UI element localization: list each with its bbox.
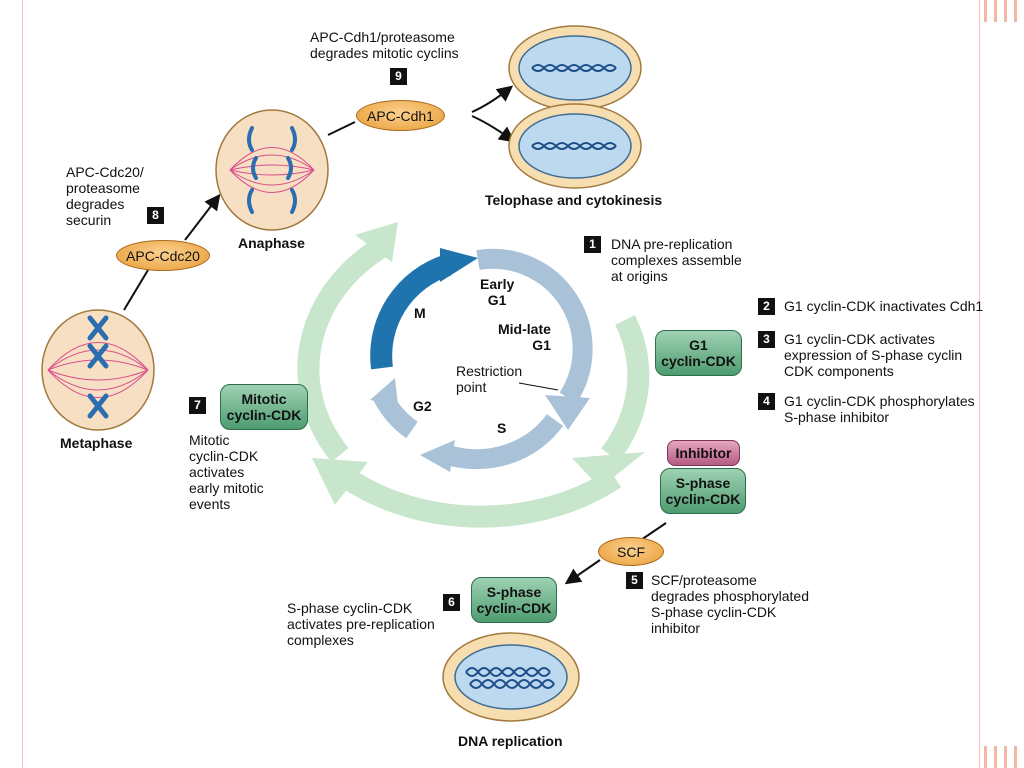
scf-oval: SCF: [598, 537, 664, 566]
step-7-text: Mitotic cyclin-CDK activates early mitot…: [189, 432, 264, 512]
phase-label-early-g1: Early G1: [480, 276, 515, 308]
step-1-badge: 1: [584, 236, 601, 253]
slide-frame: [22, 0, 980, 768]
inhibitor-box: Inhibitor: [667, 440, 740, 466]
step-8-text: APC-Cdc20/ proteasome degrades securin: [66, 164, 144, 228]
step-3-text: G1 cyclin-CDK activates expression of S-…: [784, 331, 963, 379]
connector-arrows: [123, 85, 667, 585]
telophase-cell-bottom: [508, 103, 642, 189]
step-7-badge: 7: [189, 397, 206, 414]
step-2-badge: 2: [758, 298, 775, 315]
apc-cdh1-oval: APC-Cdh1: [356, 100, 445, 131]
step-5-text: SCF/proteasome degrades phosphorylated S…: [651, 572, 810, 636]
step-5-badge: 5: [626, 572, 643, 589]
g1-cyclin-cdk-box: G1 cyclin-CDK: [655, 330, 742, 376]
step-6-text: S-phase cyclin-CDK activates pre-replica…: [287, 600, 435, 648]
inner-cycle-arrows: [370, 248, 593, 472]
stage-label-telophase: Telophase and cytokinesis: [485, 192, 663, 208]
phase-label-m: M: [414, 305, 426, 321]
step-4-text: G1 cyclin-CDK phosphorylates S-phase inh…: [784, 393, 975, 425]
apc-cdc20-oval: APC-Cdc20: [116, 240, 210, 271]
stage-label-dna-replication: DNA replication: [458, 733, 563, 749]
metaphase-cell: [41, 309, 155, 431]
step-1-text: DNA pre-replication complexes assemble a…: [611, 236, 742, 284]
step-6-badge: 6: [443, 594, 460, 611]
step-9-text: APC-Cdh1/proteasome degrades mitotic cyc…: [310, 29, 459, 61]
step-3-badge: 3: [758, 331, 775, 348]
step-9-badge: 9: [390, 68, 407, 85]
s-phase-cyclin-cdk-box-lower: S-phase cyclin-CDK: [471, 577, 557, 623]
s-phase-cyclin-cdk-box: S-phase cyclin-CDK: [660, 468, 746, 514]
corner-decoration-bottom: [980, 746, 1024, 768]
corner-decoration-top: [980, 0, 1024, 22]
stage-label-metaphase: Metaphase: [60, 435, 133, 451]
step-2-text: G1 cyclin-CDK inactivates Cdh1: [784, 298, 984, 314]
telophase-cell-top: [508, 25, 642, 111]
dna-replication-cell: [442, 632, 580, 722]
m-phase-arrow: [370, 254, 452, 370]
mitotic-cyclin-cdk-box: Mitotic cyclin-CDK: [220, 384, 308, 430]
phase-label-g2: G2: [413, 398, 432, 414]
step-8-badge: 8: [147, 207, 164, 224]
stage-label-anaphase: Anaphase: [238, 235, 305, 251]
anaphase-cell: [215, 109, 329, 231]
phase-label-s: S: [497, 420, 507, 436]
phase-label-mid-late-g1: Mid-late G1: [498, 321, 551, 353]
restriction-point-label: Restriction point: [456, 363, 523, 395]
step-4-badge: 4: [758, 393, 775, 410]
outer-cycle-arrows: [297, 222, 650, 528]
